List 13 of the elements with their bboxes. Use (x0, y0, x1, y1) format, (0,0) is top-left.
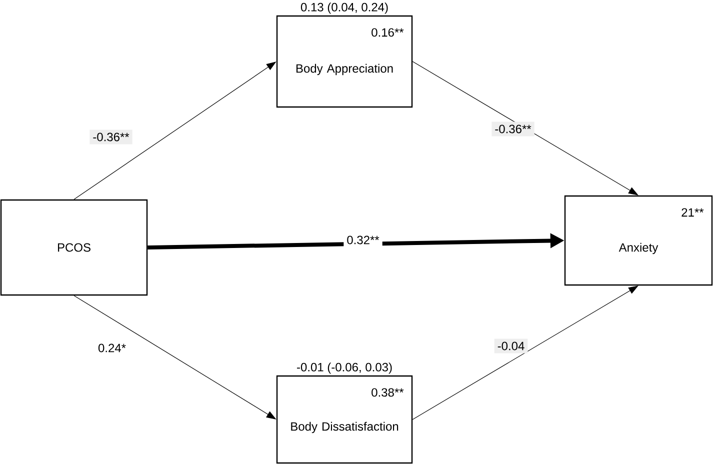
effect-label: 0.13 (0.04, 0.24) (300, 2, 388, 14)
arrow (412, 61, 638, 196)
variable-box: PCOS (0, 199, 148, 296)
arrow (412, 286, 638, 420)
variable-box: 0.38** Body Dissatisfaction (276, 375, 413, 464)
edge-label: -0.36** (492, 122, 534, 136)
variable-box: 0.16** Body Appreciation (276, 15, 413, 108)
edge-label: 0.24* (95, 340, 130, 356)
edge-label: 0.32** (344, 232, 382, 248)
edge-label: -0.04 (494, 338, 528, 354)
edge-label: -0.36** (90, 130, 132, 144)
variable-box: 21** Anxiety (564, 195, 713, 286)
effect-label: -0.01 (-0.06, 0.03) (297, 362, 392, 374)
